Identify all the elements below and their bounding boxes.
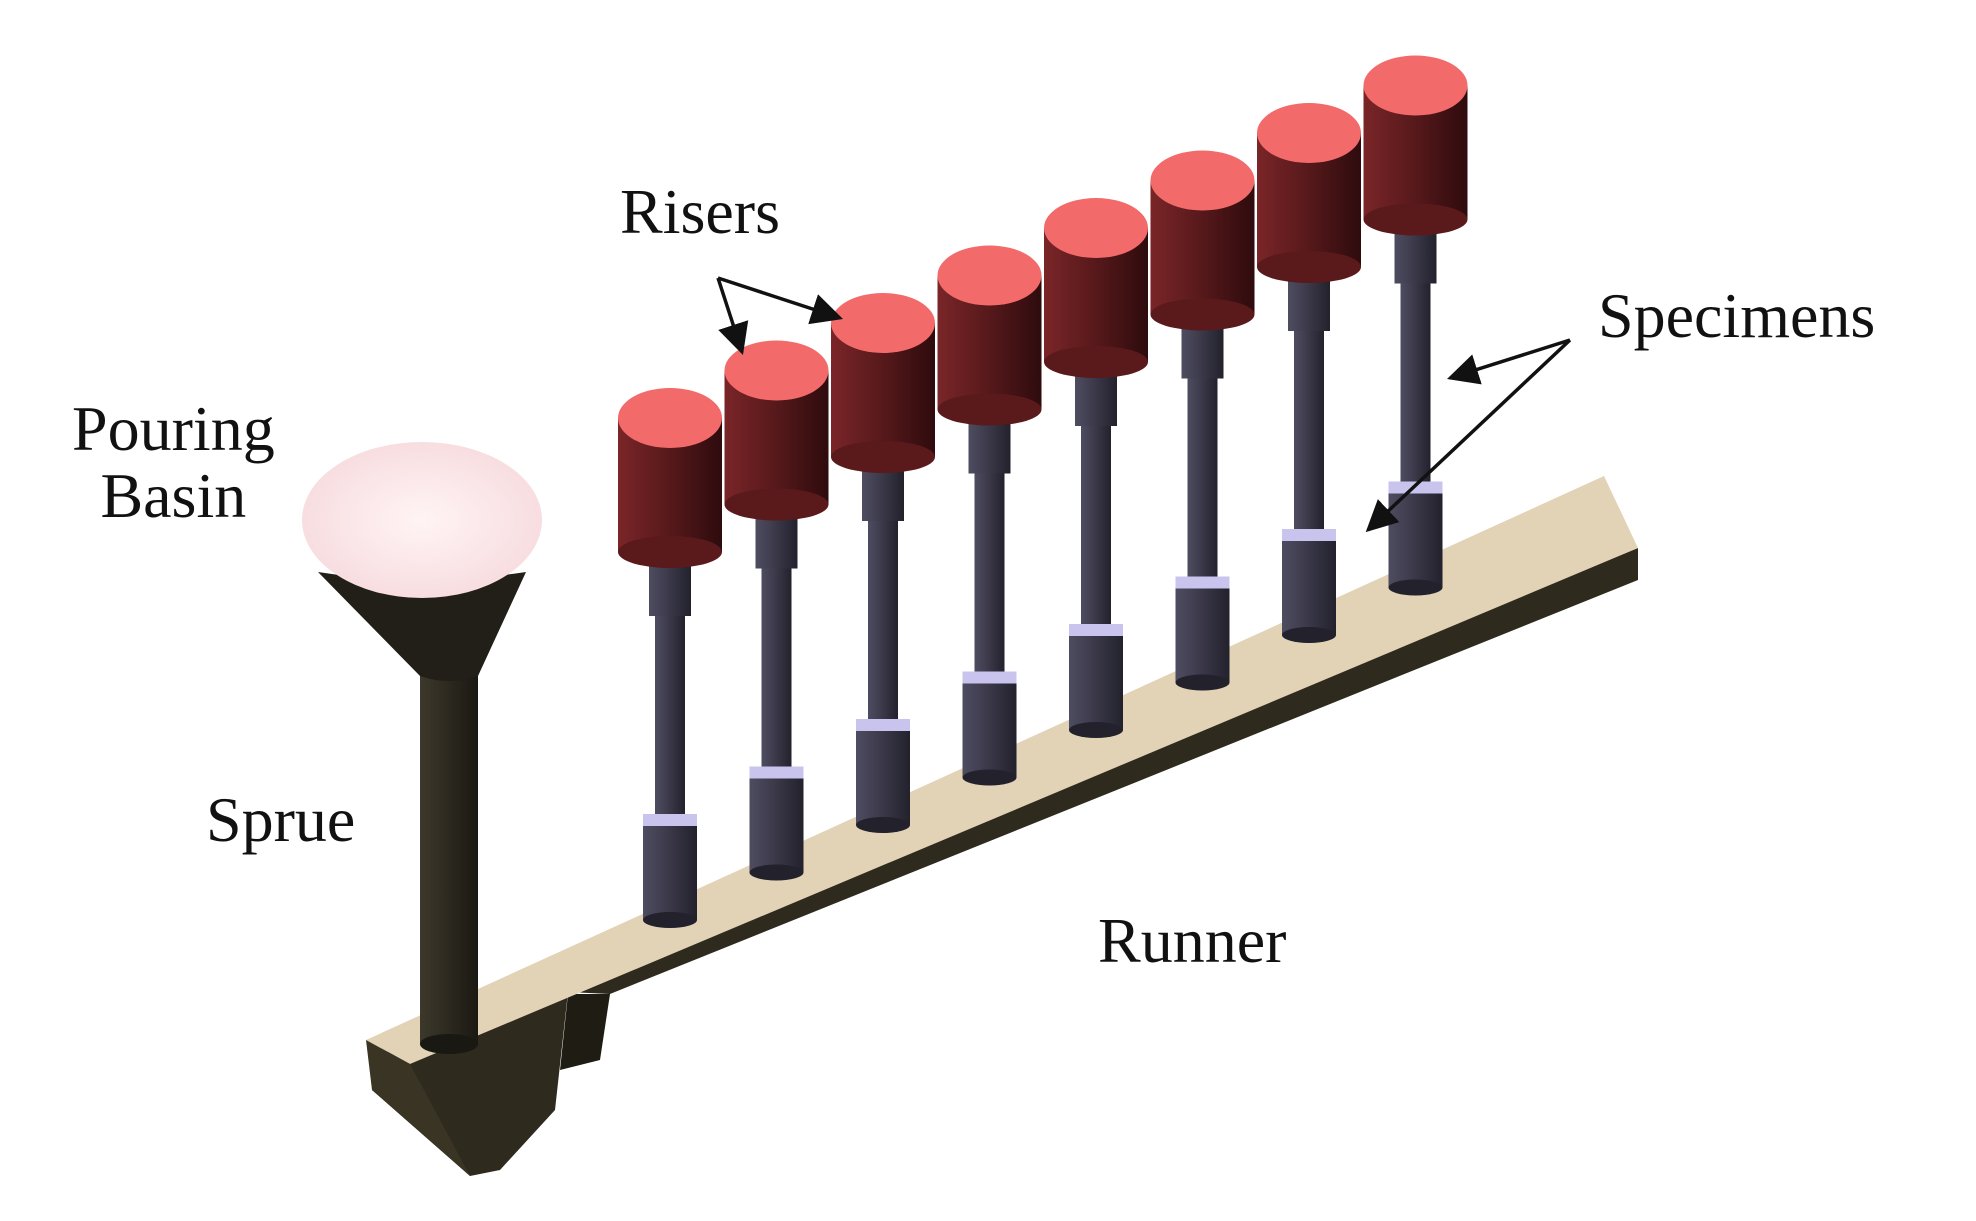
- specimen-column: [937, 245, 1042, 786]
- specimen-gauge: [868, 517, 898, 719]
- specimen-ring: [1069, 624, 1123, 636]
- riser-top: [1150, 150, 1255, 211]
- specimen-column: [1150, 150, 1255, 691]
- pouring-basin: [302, 442, 542, 598]
- riser-top: [1257, 103, 1361, 163]
- riser-bottom: [724, 488, 829, 521]
- specimen-gauge: [1400, 279, 1431, 482]
- specimen-base: [962, 769, 1017, 786]
- specimen-column: [618, 388, 722, 928]
- basin-cone: [318, 572, 526, 681]
- specimen-ring: [1175, 576, 1230, 589]
- specimen-grip: [749, 772, 804, 873]
- riser-top: [1363, 55, 1468, 116]
- riser-top: [831, 293, 935, 353]
- riser-bottom: [1044, 346, 1148, 378]
- specimen-set: [618, 55, 1468, 928]
- riser-bottom: [1150, 298, 1255, 331]
- specimen-column: [1257, 103, 1361, 643]
- sprue-bottom: [420, 1034, 478, 1054]
- specimen-column: [831, 293, 935, 833]
- specimen-grip: [1175, 582, 1230, 683]
- specimen-column: [1363, 55, 1468, 596]
- riser-bottom: [937, 393, 1042, 426]
- pouring-basin-label-line2: Basin: [100, 460, 247, 532]
- runner-label: Runner: [1098, 905, 1287, 976]
- specimen-column: [724, 340, 829, 881]
- pouring-basin-label-line1: Pouring: [72, 393, 275, 464]
- riser-bottom: [618, 536, 722, 568]
- specimen-base: [1388, 579, 1443, 596]
- specimen-base: [1175, 674, 1230, 691]
- specimen-grip: [856, 725, 910, 825]
- sprue: [420, 676, 478, 1044]
- runner-end-face: [366, 1040, 470, 1176]
- riser-bottom: [831, 441, 935, 473]
- pouring-basin-label: Pouring Basin: [72, 393, 275, 532]
- riser-top: [724, 340, 829, 401]
- riser-top: [618, 388, 722, 448]
- leader-arrows: [716, 276, 1572, 533]
- sprue-label: Sprue: [206, 784, 356, 855]
- specimen-gauge: [1081, 422, 1111, 624]
- specimen-gauge: [974, 469, 1005, 672]
- risers-arrow-2: [717, 276, 843, 325]
- specimen-grip: [1069, 630, 1123, 730]
- specimen-gauge: [1187, 374, 1218, 577]
- runner-side-face: [372, 548, 1638, 1176]
- specimen-grip: [1282, 535, 1336, 635]
- sprue-assembly: [302, 442, 542, 1054]
- specimen-ring: [1282, 529, 1336, 541]
- specimen-base: [856, 817, 910, 833]
- specimen-base: [749, 864, 804, 881]
- specimen-ring: [643, 814, 697, 826]
- specimen-base: [1069, 722, 1123, 738]
- riser-bottom: [1257, 251, 1361, 283]
- specimen-ring: [962, 671, 1017, 684]
- specimen-column: [1044, 198, 1148, 738]
- riser-top: [937, 245, 1042, 306]
- riser-top: [1044, 198, 1148, 258]
- specimen-grip: [643, 820, 697, 920]
- specimen-grip: [962, 677, 1017, 778]
- specimen-gauge: [655, 612, 685, 814]
- specimen-gauge: [1294, 327, 1324, 529]
- riser-bottom: [1363, 203, 1468, 236]
- specimen-ring: [856, 719, 910, 731]
- specimen-base: [1282, 627, 1336, 643]
- specimen-base: [643, 912, 697, 928]
- risers-arrow-1: [716, 277, 749, 355]
- specimens-arrow-1: [1446, 338, 1571, 385]
- risers-label: Risers: [620, 176, 780, 247]
- specimens-arrow-2: [1365, 338, 1572, 533]
- specimen-gauge: [761, 564, 792, 767]
- specimen-ring: [749, 766, 804, 779]
- specimens-label: Specimens: [1598, 280, 1876, 351]
- runner-notch: [560, 994, 610, 1070]
